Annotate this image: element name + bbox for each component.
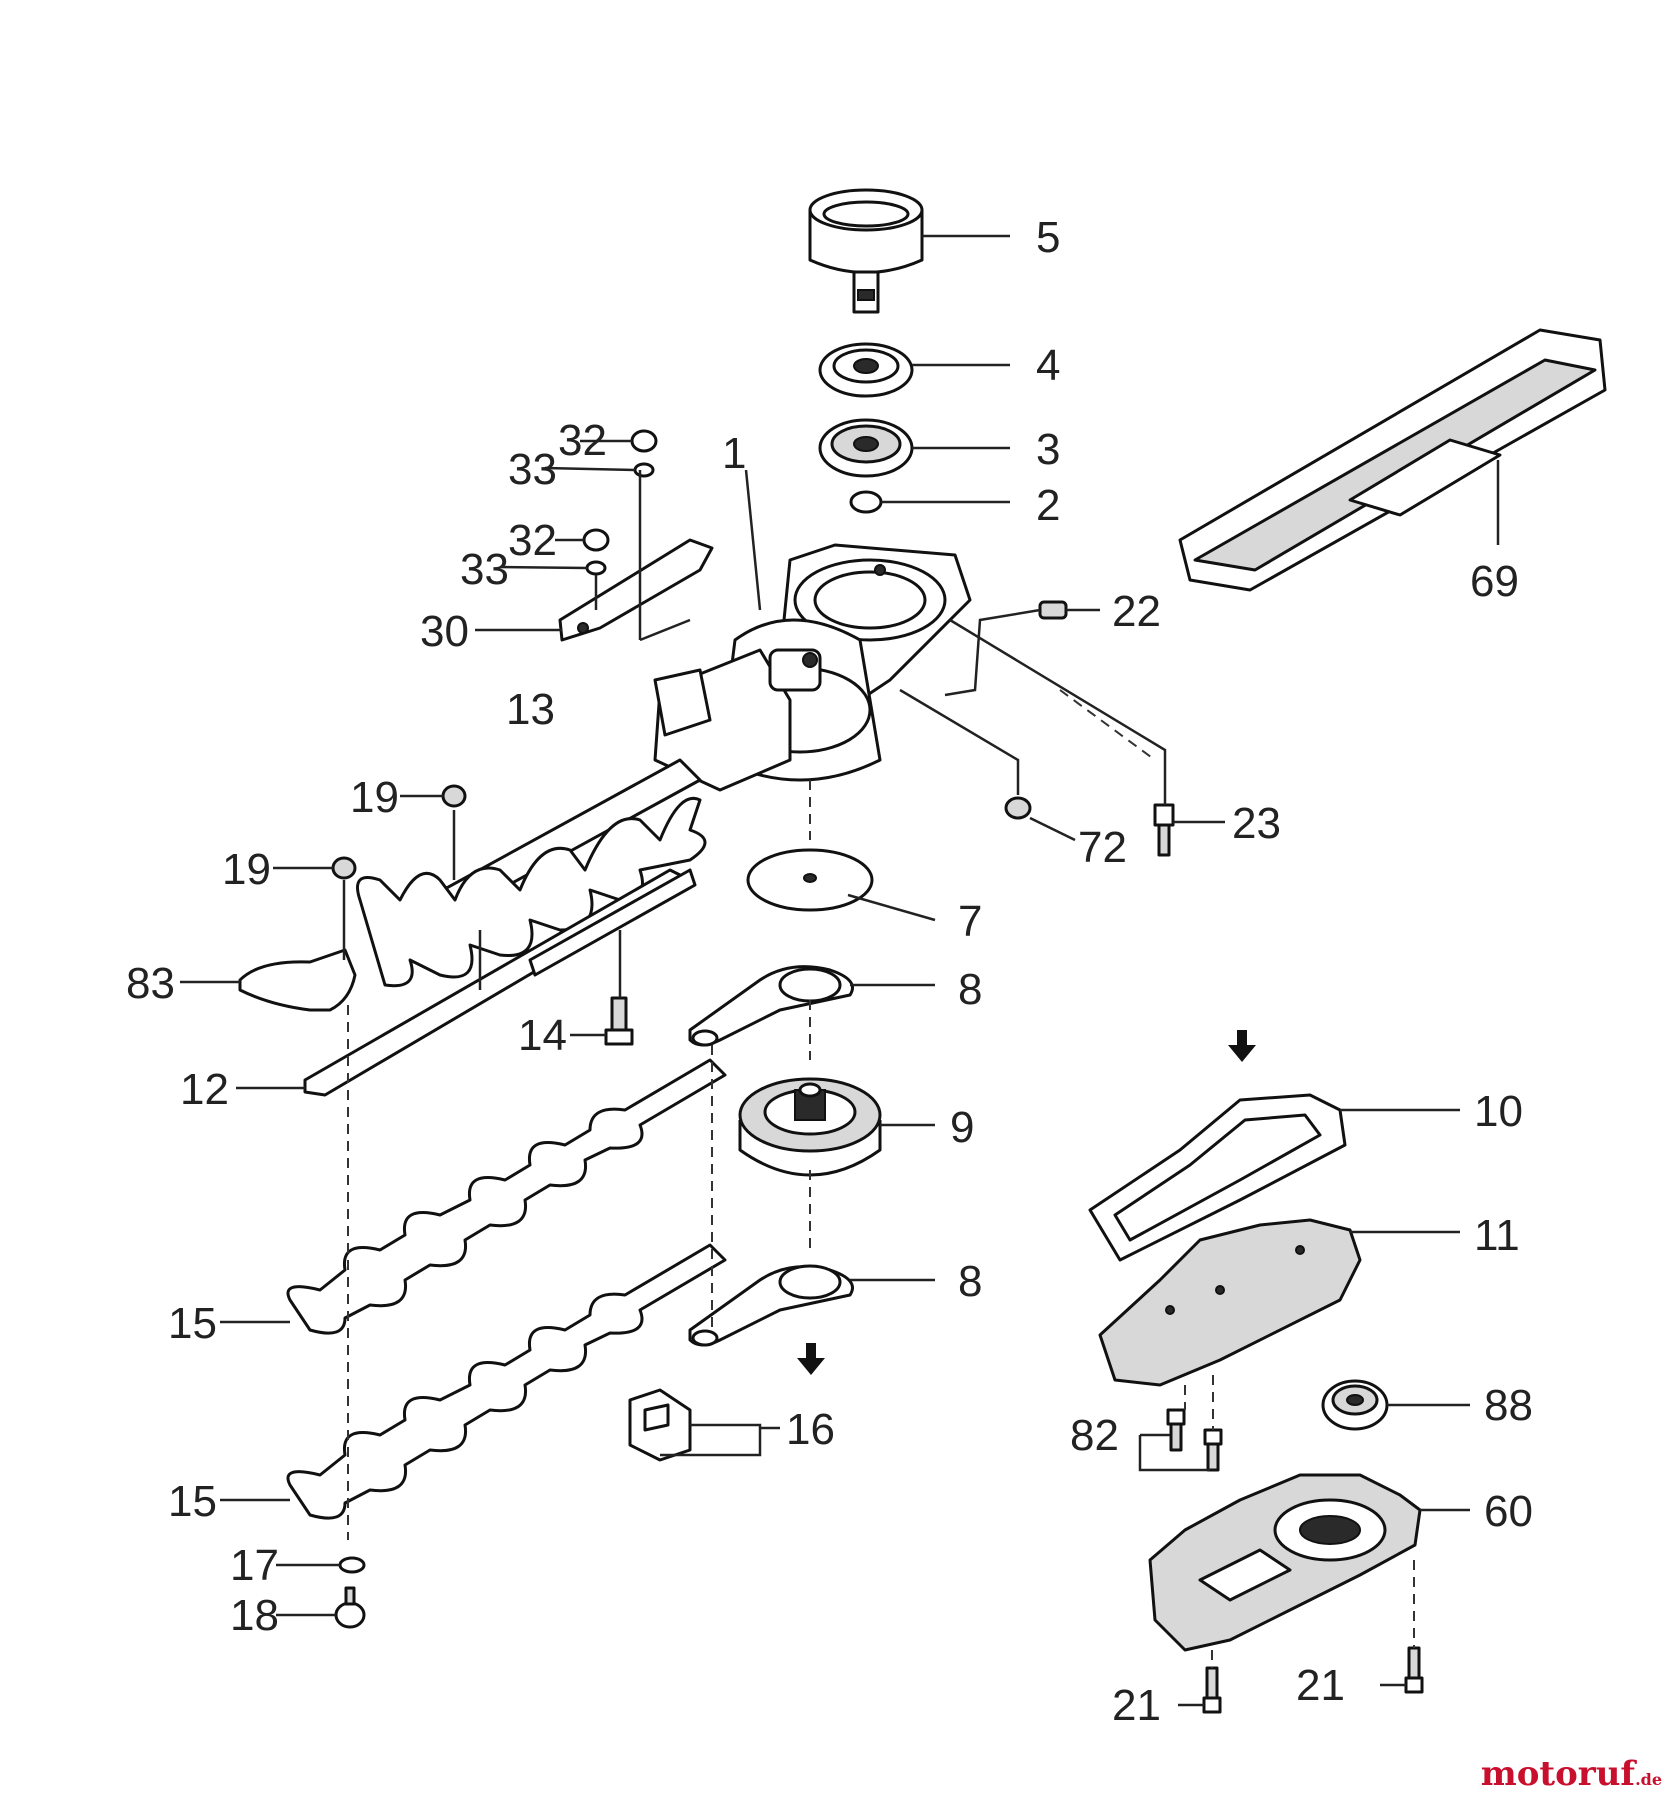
label-part-30: 30 bbox=[420, 607, 469, 656]
part-32-nut-a bbox=[630, 429, 658, 453]
label-part-83: 83 bbox=[126, 959, 175, 1008]
part-19-nut-a bbox=[441, 784, 467, 808]
part-7-shim bbox=[746, 848, 874, 912]
label-part-19b: 19 bbox=[222, 845, 271, 894]
part-30-lever bbox=[558, 538, 714, 642]
part-83-tip-guard bbox=[238, 948, 357, 1012]
part-1-gear-housing bbox=[653, 543, 972, 792]
label-part-33b: 33 bbox=[460, 545, 509, 594]
label-part-8a: 8 bbox=[958, 965, 982, 1014]
part-10-gasket bbox=[1088, 1093, 1347, 1262]
part-12-blade-bar bbox=[303, 868, 697, 1097]
part-4-bearing bbox=[818, 342, 914, 398]
part-17-washer bbox=[338, 1556, 366, 1574]
part-69-blade-cover bbox=[1178, 328, 1607, 592]
label-part-13: 13 bbox=[506, 685, 555, 734]
watermark-text: motoruf bbox=[1480, 1754, 1636, 1794]
label-part-72: 72 bbox=[1078, 823, 1127, 872]
label-part-3: 3 bbox=[1036, 425, 1060, 474]
part-3-bearing bbox=[818, 418, 914, 478]
label-part-15a: 15 bbox=[168, 1299, 217, 1348]
part-2-washer bbox=[849, 490, 883, 514]
label-part-14: 14 bbox=[518, 1011, 567, 1060]
part-21-screw-a bbox=[1202, 1666, 1222, 1714]
arrow-down-stem bbox=[1237, 1030, 1247, 1046]
part-9-gear bbox=[738, 1077, 882, 1177]
watermark-suffix: .de bbox=[1635, 1770, 1662, 1789]
part-21-screw-b bbox=[1404, 1646, 1424, 1694]
label-part-60: 60 bbox=[1484, 1487, 1533, 1536]
label-part-82: 82 bbox=[1070, 1411, 1119, 1460]
arrow-down-icon bbox=[1228, 1045, 1256, 1062]
part-15-cutter-blade-lower bbox=[286, 1243, 727, 1520]
part-labels: 5 4 3 2 1 69 22 23 72 7 8 9 8 10 11 88 6… bbox=[126, 213, 1533, 1730]
label-part-9: 9 bbox=[950, 1103, 974, 1152]
part-19-nut-b bbox=[331, 856, 357, 880]
label-part-2: 2 bbox=[1036, 481, 1060, 530]
part-8-crank-plate-bottom bbox=[688, 1264, 854, 1347]
part-5-cup bbox=[808, 188, 924, 314]
motoruf-watermark: motoruf.de bbox=[1481, 1754, 1662, 1794]
part-14-bolt bbox=[604, 996, 634, 1046]
label-part-15b: 15 bbox=[168, 1477, 217, 1526]
label-part-32a: 32 bbox=[558, 416, 607, 465]
part-16-clip bbox=[628, 1388, 692, 1462]
part-82-screws bbox=[1166, 1408, 1223, 1472]
part-33-washer-a bbox=[633, 462, 655, 478]
label-part-33a: 33 bbox=[508, 445, 557, 494]
label-part-18: 18 bbox=[230, 1591, 279, 1640]
label-part-1: 1 bbox=[722, 429, 746, 478]
label-part-16: 16 bbox=[786, 1405, 835, 1454]
part-22-grease-nipple bbox=[1038, 600, 1068, 620]
part-23-screw bbox=[1153, 803, 1175, 857]
label-part-23: 23 bbox=[1232, 799, 1281, 848]
label-part-4: 4 bbox=[1036, 341, 1060, 390]
part-11-cover-plate bbox=[1098, 1218, 1362, 1387]
label-part-5: 5 bbox=[1036, 213, 1060, 262]
label-part-10: 10 bbox=[1474, 1087, 1523, 1136]
label-part-32b: 32 bbox=[508, 516, 557, 565]
part-60-gear-case bbox=[1148, 1473, 1422, 1652]
part-33-washer-b bbox=[585, 560, 607, 576]
part-18-bolt bbox=[334, 1586, 366, 1629]
label-part-19a: 19 bbox=[350, 773, 399, 822]
label-part-88: 88 bbox=[1484, 1381, 1533, 1430]
label-part-21b: 21 bbox=[1296, 1661, 1345, 1710]
arrow-down-icon-2 bbox=[797, 1358, 825, 1375]
label-part-69: 69 bbox=[1470, 557, 1519, 606]
label-leader-lines bbox=[180, 234, 1500, 1707]
label-part-8b: 8 bbox=[958, 1257, 982, 1306]
assembly-axis-lines bbox=[342, 470, 1415, 1668]
label-part-22: 22 bbox=[1112, 587, 1161, 636]
label-part-7: 7 bbox=[958, 897, 982, 946]
label-part-17: 17 bbox=[230, 1541, 279, 1590]
arrow-down-stem-2 bbox=[806, 1343, 816, 1359]
part-88-bearing bbox=[1321, 1379, 1389, 1431]
part-32-nut-b bbox=[582, 528, 610, 552]
part-8-crank-plate-top bbox=[688, 965, 854, 1047]
label-part-11: 11 bbox=[1474, 1211, 1520, 1260]
part-72-plug bbox=[1004, 796, 1032, 820]
label-part-12: 12 bbox=[180, 1065, 229, 1114]
part-15-cutter-blade-upper bbox=[286, 1058, 727, 1335]
label-part-21a: 21 bbox=[1112, 1681, 1161, 1730]
